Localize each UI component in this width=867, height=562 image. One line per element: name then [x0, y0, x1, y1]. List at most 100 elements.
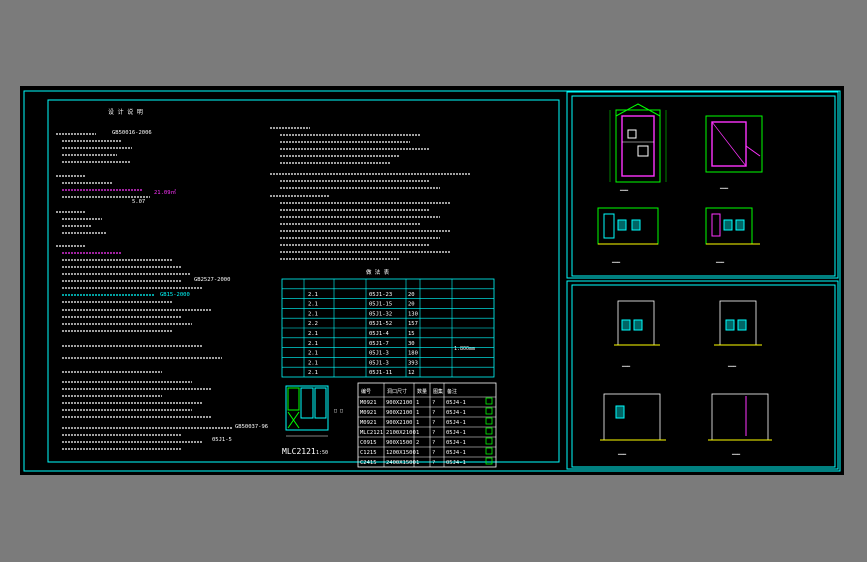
elevation-side-1: ═══	[600, 393, 666, 458]
door-schedule-cell: 1	[416, 400, 419, 406]
finish-table-cell: 2.1	[308, 341, 318, 347]
door-schedule-cell: ?	[432, 430, 435, 436]
door-schedule-cell: 2	[416, 440, 419, 446]
plans-frame	[571, 95, 836, 277]
note-area: 21.09㎡	[154, 188, 177, 196]
finish-table-cell: 05J1-3	[369, 351, 389, 357]
door-schedule-cell: ?	[432, 420, 435, 426]
door-schedule-cell: 05J4-1	[446, 400, 466, 406]
door-schedule-cell: 1	[416, 450, 419, 456]
door-schedule-cell: ?	[432, 450, 435, 456]
door-schedule-cell: 05J4-1	[446, 420, 466, 426]
finish-table-cell: 05J1-32	[369, 311, 392, 317]
drawing-sheet: 设 计 说 明 GB50016-2006 21.09㎡ 5.07 GB2527-…	[23, 90, 841, 472]
door-schedule-cell: MLC2121	[360, 430, 383, 436]
door-schedule-cell: M0921	[360, 400, 377, 406]
finish-table-cell: 05J1-3	[369, 360, 389, 366]
cad-drawing-canvas[interactable]: 设 计 说 明 GB50016-2006 21.09㎡ 5.07 GB2527-…	[20, 86, 844, 475]
svg-text:═══: ═══	[719, 187, 728, 192]
finish-table-cell: 2.1	[308, 331, 318, 337]
finish-table-cell: 393	[408, 360, 418, 366]
door-schedule-cell: 1	[416, 430, 419, 436]
door-schedule-cell: 2400X1500	[386, 460, 416, 466]
door-schedule-cell: C0915	[360, 440, 377, 446]
finish-table-cell: 05J1-15	[369, 302, 392, 308]
finish-table-cell: 05J1-52	[369, 321, 392, 327]
notes-right-column	[270, 127, 470, 260]
finish-table-cell: 05J1-4	[369, 331, 390, 337]
svg-text:═══: ═══	[619, 189, 628, 194]
finish-table-cell: 2.1	[308, 370, 318, 376]
door-schedule-cell: C1215	[360, 450, 377, 456]
floor-plan-1: ═══	[609, 103, 667, 194]
door-schedule-header: 图集	[433, 388, 443, 395]
finish-table-title: 做 法 表	[366, 268, 390, 276]
door-schedule-cell: ?	[432, 460, 435, 466]
door-schedule-cell: 1	[416, 410, 419, 416]
svg-text:═══: ═══	[727, 365, 736, 370]
door-schedule-cell: C2415	[360, 460, 377, 466]
finish-table-cell: 20	[408, 292, 415, 298]
door-schedule-cell: 05J4-1	[446, 430, 466, 436]
window-detail-label: MLC2121	[282, 447, 316, 456]
finish-table-cell: 130	[408, 311, 418, 317]
svg-text:═══: ═══	[731, 453, 740, 458]
note-std-5: 05J1-5	[212, 437, 232, 443]
door-schedule-cell: 1	[416, 460, 419, 466]
window-detail: □ □ MLC2121 1:50	[282, 385, 343, 456]
door-schedule-cell: M0921	[360, 410, 377, 416]
door-schedule-cell: 05J4-1	[446, 410, 466, 416]
note-std-1: GB50016-2006	[112, 130, 152, 136]
door-schedule-cell: 900X2100	[386, 420, 413, 426]
door-schedule-cell: 05J4-1	[446, 460, 466, 466]
finish-table-cell: 30	[408, 341, 415, 347]
elevation-front: ═══	[614, 300, 660, 370]
door-schedule-header: 洞口尺寸	[387, 388, 407, 395]
elevations-frame	[571, 284, 836, 468]
notes-title: 设 计 说 明	[108, 108, 143, 116]
section-2: ═══	[705, 207, 760, 266]
elevation-side-2: ═══	[708, 393, 772, 458]
plans-frame-outer	[566, 91, 839, 279]
door-schedule-header: 编号	[361, 388, 371, 395]
section-1: ═══	[597, 207, 659, 266]
finish-table-cell: 05J1-23	[369, 292, 392, 298]
note-stair-height: 1.800mm	[454, 346, 475, 352]
svg-text:═══: ═══	[617, 453, 626, 458]
svg-text:═══: ═══	[611, 261, 620, 266]
door-schedule-cell: 05J4-1	[446, 440, 466, 446]
door-schedule-cell: ?	[432, 400, 435, 406]
finish-table-cell: 2.1	[308, 302, 318, 308]
finish-table-cell: 2.1	[308, 311, 318, 317]
svg-text:═══: ═══	[621, 365, 630, 370]
finish-table-cell: 15	[408, 331, 415, 337]
elevation-back: ═══	[714, 300, 762, 370]
finish-table-cell: 20	[408, 302, 415, 308]
door-schedule-cell: 900X1500	[386, 440, 413, 446]
svg-text:═══: ═══	[715, 261, 724, 266]
finish-table-cell: 157	[408, 321, 418, 327]
notes-frame	[47, 99, 560, 463]
door-schedule-cell: 900X2100	[386, 410, 413, 416]
notes-left-column	[56, 133, 232, 450]
finish-table-cell: 05J1-11	[369, 370, 392, 376]
door-schedule-cell: 1	[416, 420, 419, 426]
note-std-2: GB2527-2000	[194, 277, 230, 283]
door-schedule-cell: M0921	[360, 420, 377, 426]
finish-table-cell: 2.2	[308, 321, 318, 327]
svg-text:□ □: □ □	[334, 408, 343, 414]
finish-table-cell: 2.1	[308, 292, 318, 298]
window-detail-scale: 1:50	[316, 450, 328, 456]
finish-table-cell: 12	[408, 370, 415, 376]
finish-table-cell: 2.1	[308, 360, 318, 366]
note-std-4: GB50037-96	[235, 424, 268, 430]
door-schedule-cell: 05J4-1	[446, 450, 466, 456]
finish-table-cell: 05J1-7	[369, 341, 389, 347]
finish-table: 2.1 05J1-23 20 2.1 05J1-15 20 2.1 05J1-32 130 2.2…	[281, 278, 495, 378]
note-num-1: 5.07	[132, 199, 145, 205]
door-schedule-cell: 900X2100	[386, 400, 413, 406]
door-schedule-cell: 1200X1500	[386, 450, 416, 456]
note-std-3: GB15-2000	[160, 292, 190, 298]
door-schedule-cell: ?	[432, 440, 435, 446]
